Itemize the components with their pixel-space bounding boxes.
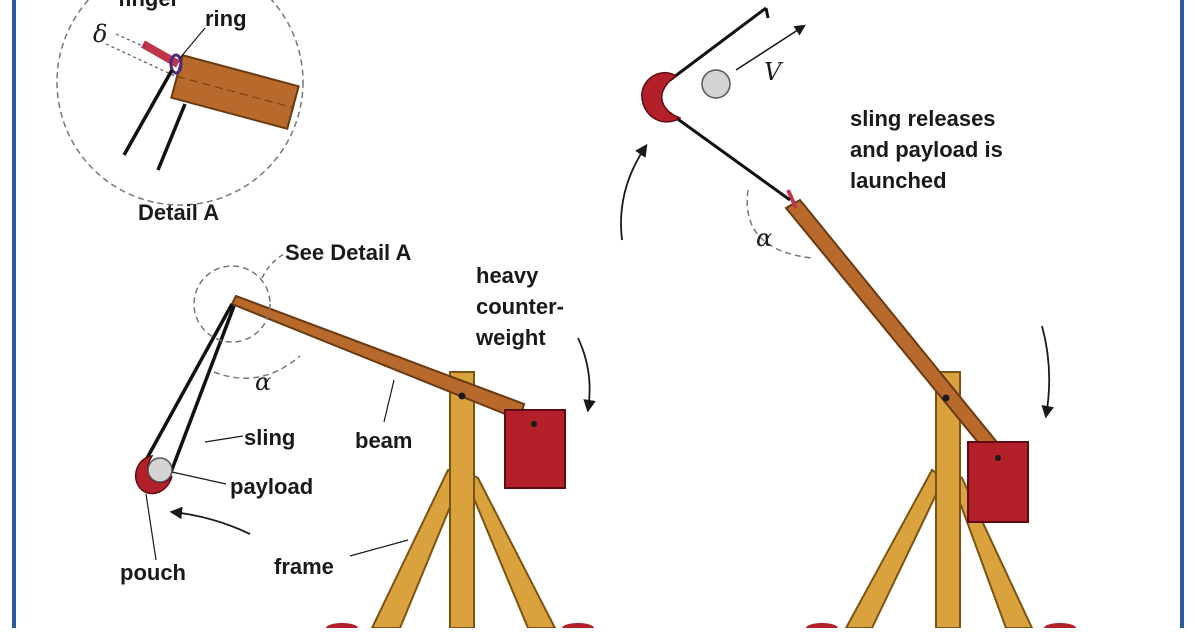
- left-pivot: [458, 392, 466, 400]
- left-wheel: [326, 623, 358, 633]
- left-sling-cord: [166, 305, 236, 481]
- left-frame-post: [449, 371, 475, 629]
- right-frame-leg: [844, 468, 946, 629]
- left-counterweight-arrow: [577, 337, 596, 413]
- counterweight-label-3: weight: [475, 325, 546, 350]
- see-detail-a-label: See Detail A: [285, 240, 411, 265]
- release-label-3: launched: [850, 168, 947, 193]
- detail-ring: [169, 53, 183, 75]
- right-sling-end: [764, 7, 770, 19]
- release-label-1: sling releases: [850, 106, 996, 131]
- payload-label: payload: [230, 474, 313, 499]
- right-sling-cord-released: [669, 6, 767, 82]
- frame-label: frame: [274, 554, 334, 579]
- detail-sling-cord: [122, 69, 174, 156]
- see-detail-a-circle: [193, 265, 271, 343]
- velocity-arrow: [735, 24, 806, 71]
- left-payload: [147, 457, 173, 483]
- right-counterweight: [967, 441, 1029, 523]
- left-wheel: [562, 623, 594, 633]
- right-pouch: [641, 71, 682, 123]
- finger-label: finger: [118, 0, 180, 11]
- left-sling-cord: [144, 303, 234, 461]
- left-trebuchet: See Detail A α heavy counter- weight sli…: [120, 240, 596, 633]
- right-counterweight-pin: [995, 455, 1001, 461]
- right-alpha-arc: [746, 189, 813, 259]
- ring-leader: [179, 27, 206, 59]
- left-frame-leg: [370, 468, 464, 629]
- left-beam: [230, 294, 526, 422]
- counterweight-label-2: counter-: [476, 294, 564, 319]
- right-finger: [786, 189, 798, 209]
- velocity-label: V: [764, 58, 784, 86]
- left-alpha-label: α: [255, 368, 271, 396]
- frame-leader: [349, 539, 409, 557]
- pouch-swing-arrow: [169, 506, 251, 535]
- right-sling-cord: [667, 110, 791, 202]
- right-pivot: [942, 394, 950, 402]
- detail-sling-cord: [156, 103, 187, 171]
- delta-label: δ: [93, 20, 107, 48]
- left-frame-leg: [460, 467, 557, 629]
- left-alpha-arc: [213, 355, 301, 379]
- right-beam: [784, 198, 1002, 454]
- right-alpha-label: α: [756, 224, 772, 252]
- sling-leader: [204, 435, 244, 443]
- ring-label: ring: [205, 6, 247, 31]
- right-trebuchet: V α sling releases and payload is launch…: [620, 6, 1076, 633]
- right-wheel: [806, 623, 838, 633]
- payload-leader: [171, 471, 227, 485]
- detail-a-circle: [56, 0, 304, 206]
- sling-label: sling: [244, 425, 295, 450]
- beam-leader: [383, 379, 395, 423]
- release-label-2: and payload is: [850, 137, 1003, 162]
- beam-label: beam: [355, 428, 412, 453]
- right-swing-arrow: [620, 143, 648, 241]
- counterweight-label-1: heavy: [476, 263, 539, 288]
- right-wheel: [1044, 623, 1076, 633]
- left-counterweight-pin: [531, 421, 537, 427]
- detail-a: δ finger ring Detail A: [56, 0, 304, 225]
- detail-a-caption: Detail A: [138, 200, 219, 225]
- right-payload: [701, 69, 731, 99]
- pouch-label: pouch: [120, 560, 186, 585]
- right-counterweight-arrow: [1041, 325, 1054, 419]
- see-detail-a-leader: [261, 253, 285, 279]
- pouch-leader: [145, 493, 157, 561]
